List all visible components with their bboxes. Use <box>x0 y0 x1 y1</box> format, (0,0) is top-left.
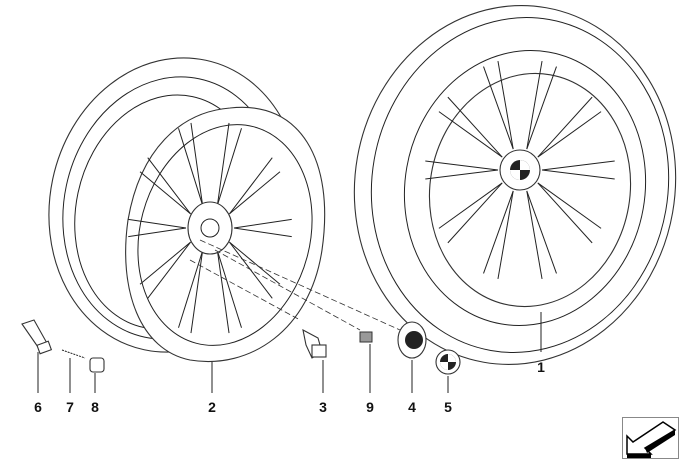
callout-7: 7 <box>66 399 74 415</box>
spoke-line <box>526 66 557 150</box>
spoke-line <box>526 60 543 150</box>
callout-5: 5 <box>444 399 452 415</box>
spoke-line <box>233 227 292 238</box>
spoke-line <box>447 182 503 244</box>
spoke-line <box>541 160 615 171</box>
spoke-line <box>438 182 503 229</box>
callout-3: 3 <box>319 399 327 415</box>
spoke-line <box>216 250 242 328</box>
spoke-line <box>147 241 191 299</box>
wheel-bolt <box>302 328 327 359</box>
spoke-line <box>425 160 499 171</box>
spoke-line <box>425 169 499 180</box>
spoke-line <box>147 157 191 215</box>
spoke-line <box>139 171 191 215</box>
spoke-line <box>438 111 503 158</box>
spoke-line <box>128 227 187 238</box>
spoke-line <box>229 171 281 215</box>
spoke-line <box>483 190 514 274</box>
spoke-line <box>483 66 514 150</box>
spoke-line <box>497 190 514 280</box>
spoke-line <box>526 190 557 274</box>
spoke-line <box>537 182 593 244</box>
valve-cap <box>89 357 105 373</box>
complete-wheel-drawing <box>353 5 677 365</box>
valve-insert <box>61 349 86 359</box>
spoke-line <box>216 128 242 206</box>
valve-stem <box>21 319 53 355</box>
callout-6: 6 <box>34 399 42 415</box>
callout-8: 8 <box>91 399 99 415</box>
callout-9: 9 <box>366 399 374 415</box>
spoke-line <box>537 182 602 229</box>
spoke-line <box>190 250 204 334</box>
callout-1: 1 <box>537 359 545 375</box>
callout-2: 2 <box>208 399 216 415</box>
hub-cap <box>397 321 427 359</box>
spoke-line <box>229 241 281 285</box>
spoke-line <box>178 128 204 206</box>
spoke-line <box>537 111 602 158</box>
spoke-line <box>128 218 187 229</box>
spoke-line <box>229 157 273 215</box>
callout-4: 4 <box>408 399 416 415</box>
spoke-line <box>541 169 615 180</box>
spoke-line <box>216 250 230 334</box>
balance-weight <box>359 331 373 343</box>
spoke-line <box>139 241 191 285</box>
spoke-line <box>178 250 204 328</box>
arrow-down-left-icon <box>626 421 677 458</box>
emblem <box>435 349 461 375</box>
spoke-line <box>526 190 543 280</box>
spoke-line <box>447 96 503 158</box>
spoke-line <box>537 96 593 158</box>
alloy-rim-drawing <box>48 57 326 362</box>
spoke-line <box>497 60 514 150</box>
spoke-line <box>190 122 204 206</box>
spoke-line <box>233 218 292 229</box>
navigate-back-button[interactable] <box>622 417 679 459</box>
spoke-line <box>216 122 230 206</box>
